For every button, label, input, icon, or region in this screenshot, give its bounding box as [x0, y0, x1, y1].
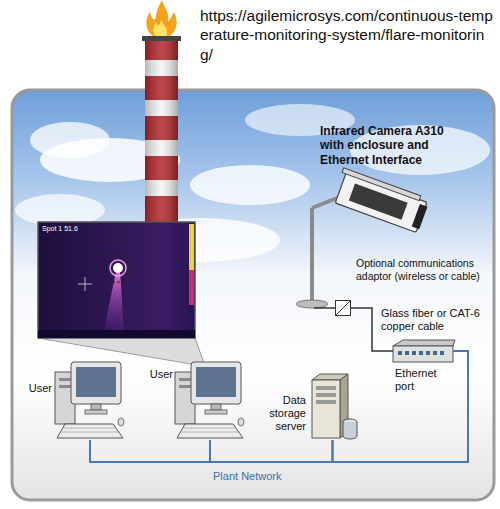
network-line	[333, 351, 469, 462]
network-line	[90, 440, 210, 462]
node-label: Data storage server	[253, 394, 306, 434]
adaptor-box: Optional communications adaptor (wireles…	[335, 300, 351, 316]
camera-node: Infrared Camera A310 with enclosure and …	[335, 178, 430, 228]
flame	[146, 0, 176, 40]
zoom-wedge	[38, 338, 205, 366]
user-computer-node: User	[175, 362, 245, 440]
node-label: Optional communications adaptor (wireles…	[356, 257, 494, 282]
infrared-camera	[331, 168, 430, 233]
computer-icon	[175, 362, 244, 438]
node-label: User	[143, 368, 173, 381]
background-panel	[12, 90, 494, 500]
computer-icon	[55, 362, 124, 438]
adaptor-symbol	[336, 301, 350, 315]
flare-stack	[142, 36, 181, 222]
edge-label: Glass fiber or CAT-6 copper cable	[381, 307, 481, 333]
zoom-line	[38, 338, 203, 366]
thermal-image	[38, 222, 195, 338]
node-label: Ethernet port	[395, 367, 451, 393]
server-node: Data storage server	[310, 374, 355, 440]
network-line	[210, 440, 333, 462]
ethernet-switch	[393, 340, 455, 362]
network-label: Plant Network	[213, 470, 323, 483]
thermal-readout: Spot 1 51.6	[42, 225, 122, 233]
ethernet-port-node: Ethernet port	[393, 340, 453, 362]
adaptor-diagonal	[336, 301, 350, 315]
panel-border	[12, 90, 494, 500]
user-computer-node: User	[55, 362, 125, 440]
node-label: User	[21, 382, 52, 395]
source-url: https://agilemicrosys.com/continuous-tem…	[200, 6, 496, 64]
node-label: Infrared Camera A310 with enclosure and …	[320, 124, 470, 167]
camera-stand	[296, 196, 342, 308]
server-icon	[312, 374, 357, 439]
